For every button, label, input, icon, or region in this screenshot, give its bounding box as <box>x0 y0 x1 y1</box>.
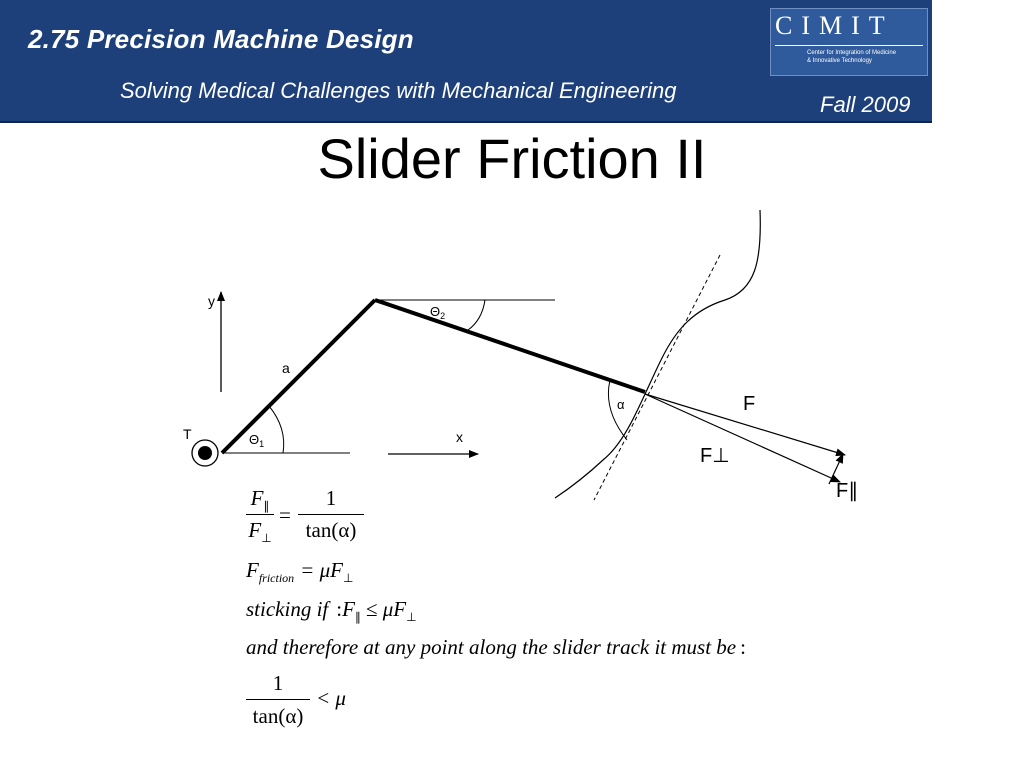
eq3-text: sticking if <box>246 597 329 621</box>
eq4-colon: : <box>740 635 746 659</box>
y-axis-label: y <box>208 293 215 309</box>
slider-track <box>554 209 761 499</box>
course-subtitle: Solving Medical Challenges with Mechanic… <box>120 78 677 103</box>
course-title: 2.75 Precision Machine Design <box>28 24 414 54</box>
theta1-symbol: Θ <box>249 432 259 447</box>
header-banner: 2.75 Precision Machine Design Solving Me… <box>0 0 932 123</box>
slide-title: Slider Friction II <box>317 127 707 190</box>
force-parallel-label: F∥ <box>836 480 858 502</box>
theta1-subscript: 1 <box>259 439 264 449</box>
eq1-left-fraction-bar <box>246 514 274 515</box>
logo-divider <box>775 45 923 46</box>
eq3-relation: ≤ μF <box>365 597 407 621</box>
theta2-arc <box>467 299 486 331</box>
tangent-line <box>593 254 721 501</box>
logo-tagline-line2: & Innovative Technology <box>807 58 872 64</box>
pivot-outer-ring <box>191 439 219 467</box>
logo-name: CIMIT <box>775 11 894 40</box>
alpha-label: α <box>617 397 625 412</box>
eq1-fperp-symbol: F <box>248 518 262 542</box>
eq1-right-numerator: 1 <box>325 486 337 510</box>
eq1-equals: = <box>279 503 291 527</box>
force-perp-label: F⊥ <box>700 445 730 467</box>
torque-label: T <box>183 426 192 442</box>
force-vector-parallel <box>828 453 844 485</box>
eq5-denominator: tan(α) <box>252 704 304 728</box>
eq5-fraction-bar <box>246 699 310 700</box>
link-a-label: a <box>282 360 290 376</box>
link-a <box>220 298 377 455</box>
eq5-relation: < μ <box>316 686 346 710</box>
equation-conclusion-text: and therefore at any point along the sli… <box>246 635 746 660</box>
eq1-left-denominator: F⊥ <box>246 518 274 546</box>
eq2-rhs: = μF <box>300 558 343 582</box>
theta2-label: Θ2 <box>430 304 445 321</box>
eq1-fpar-subscript: ∥ <box>263 499 270 513</box>
theta2-subscript: 2 <box>440 311 445 321</box>
eq1-left-numerator: F∥ <box>246 486 274 514</box>
eq2-friction-subscript: friction <box>258 571 295 585</box>
equation-sticking-condition: sticking if:F∥ ≤ μF⊥ <box>246 597 417 625</box>
logo-tagline-line1: Center for Integration of Medicine <box>807 50 897 56</box>
equation-friction-force: Ffriction = μF⊥ <box>246 558 353 586</box>
theta2-symbol: Θ <box>430 304 440 319</box>
theta1-label: Θ1 <box>249 432 264 449</box>
alpha-arc <box>607 379 628 441</box>
cimit-logo: CIMIT Center for Integration of Medicine… <box>770 8 928 76</box>
x-axis-label: x <box>456 429 463 445</box>
eq1-fperp-subscript: ⊥ <box>261 531 272 545</box>
eq4-text: and therefore at any point along the sli… <box>246 635 737 659</box>
force-vector-f <box>644 393 846 457</box>
force-vector-perp <box>644 393 841 483</box>
eq1-right-denominator: tan(α) <box>305 518 357 542</box>
eq3-par-subscript: ∥ <box>354 610 361 624</box>
eq3-f-symbol: F <box>342 597 355 621</box>
eq3-perp-subscript: ⊥ <box>406 610 417 624</box>
eq1-right-fraction-bar <box>298 514 364 515</box>
logo-tagline: Center for Integration of Medicine & Inn… <box>807 49 925 65</box>
eq2-perp-subscript: ⊥ <box>342 571 354 585</box>
eq1-fpar-symbol: F <box>250 486 264 510</box>
eq5-numerator: 1 <box>272 671 284 695</box>
pivot-center-dot <box>198 446 212 460</box>
theta1-arc <box>268 405 285 454</box>
eq2-f-symbol: F <box>246 558 259 582</box>
link-b <box>374 298 646 394</box>
semester-label: Fall 2009 <box>820 92 911 117</box>
force-label: F <box>743 393 755 415</box>
eq3-colon: : <box>336 597 343 621</box>
